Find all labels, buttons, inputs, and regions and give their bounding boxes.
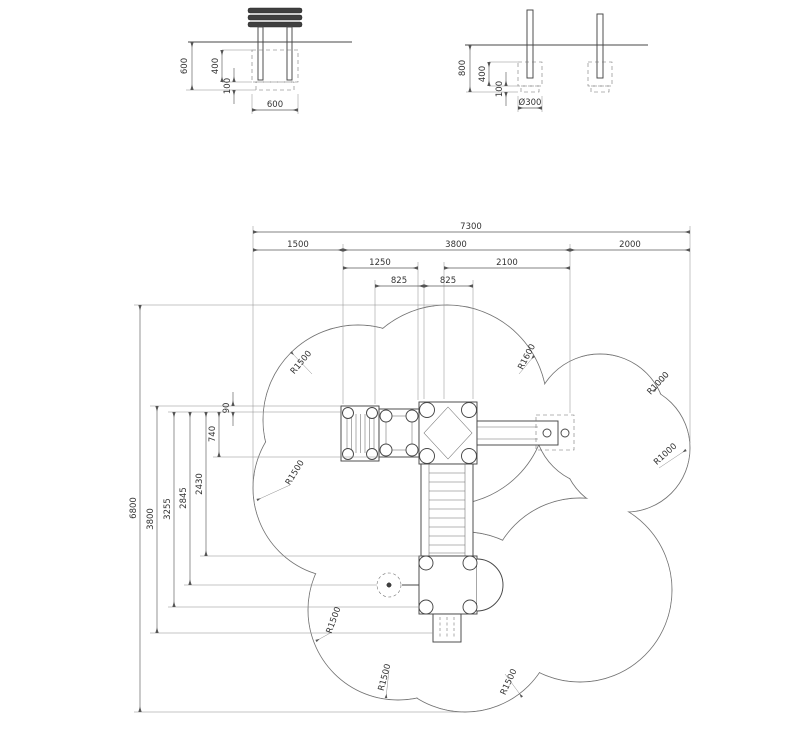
bench-slat — [247, 21, 303, 28]
dim-label: 800 — [458, 60, 468, 76]
main-platform-roof — [423, 406, 473, 460]
bench-slat — [247, 7, 303, 14]
dim-label: 90 — [222, 403, 232, 414]
play-structure — [340, 401, 575, 643]
left-tower-decking — [346, 414, 375, 453]
dim-label: 2430 — [195, 473, 205, 495]
post — [526, 9, 534, 79]
dim-label: 6800 — [129, 497, 139, 519]
dimensions-left: 6800 3800 3255 2845 2430 740 90 — [129, 304, 462, 713]
post-plan — [342, 448, 354, 460]
post-plan — [342, 407, 354, 419]
dim-label: 825 — [440, 276, 456, 286]
post-plan — [461, 448, 477, 464]
bench-leg — [286, 26, 293, 81]
post — [596, 13, 604, 79]
dim-label: 3255 — [163, 498, 173, 520]
beam-end-swing-zone — [535, 414, 575, 451]
post-plan — [462, 599, 478, 615]
half-round-deck — [476, 558, 504, 612]
post-section-view: 800 400 100 Ø300 — [458, 9, 648, 112]
small-platform-inner — [385, 415, 413, 451]
gravel-layer — [520, 85, 540, 93]
post-plan — [419, 448, 435, 464]
plan-view: 7300 1500 3800 2000 1250 2100 825 825 — [129, 222, 691, 713]
post-plan — [462, 555, 478, 571]
foundation-outline — [251, 49, 299, 83]
dim-label: 3800 — [445, 240, 467, 250]
dim-label: 600 — [267, 100, 283, 110]
post-plan — [461, 402, 477, 418]
dim-label: 1500 — [287, 240, 309, 250]
post-plan — [418, 555, 434, 571]
dimensions-top: 7300 1500 3800 2000 1250 2100 825 825 — [252, 222, 691, 484]
dim-label: 400 — [478, 66, 488, 82]
post-plan — [379, 409, 393, 423]
dim-label: Ø300 — [519, 97, 542, 108]
post-plan — [418, 599, 434, 615]
dim-label: 3800 — [146, 508, 156, 530]
climber-rungs — [429, 472, 465, 554]
post-plan — [366, 448, 378, 460]
dim-label: 100 — [223, 78, 233, 94]
dim-label: 2845 — [179, 487, 189, 509]
dim-label: 825 — [391, 276, 407, 286]
fireman-pole — [386, 582, 392, 588]
post-plan — [405, 409, 419, 423]
post-plan — [419, 402, 435, 418]
bench-slat — [247, 14, 303, 21]
dim-label: 400 — [211, 58, 221, 74]
beam-end-post — [560, 428, 570, 438]
dim-label: 100 — [495, 81, 505, 97]
post-plan — [366, 407, 378, 419]
gravel-layer — [590, 85, 610, 93]
dim-label: 1250 — [369, 258, 391, 268]
dim-label: 7300 — [460, 222, 482, 232]
post-plan — [405, 443, 419, 457]
bench-section-view: 600 400 100 600 — [180, 7, 352, 114]
dim-label: 600 — [180, 58, 190, 74]
beam-end-post — [542, 428, 552, 438]
dim-label: 740 — [208, 426, 218, 442]
dim-label: 2000 — [619, 240, 641, 250]
bench-leg — [257, 26, 264, 81]
post-plan — [379, 443, 393, 457]
gravel-layer — [255, 81, 295, 91]
pole-foundation — [376, 572, 402, 598]
dim-label: 2100 — [496, 258, 518, 268]
